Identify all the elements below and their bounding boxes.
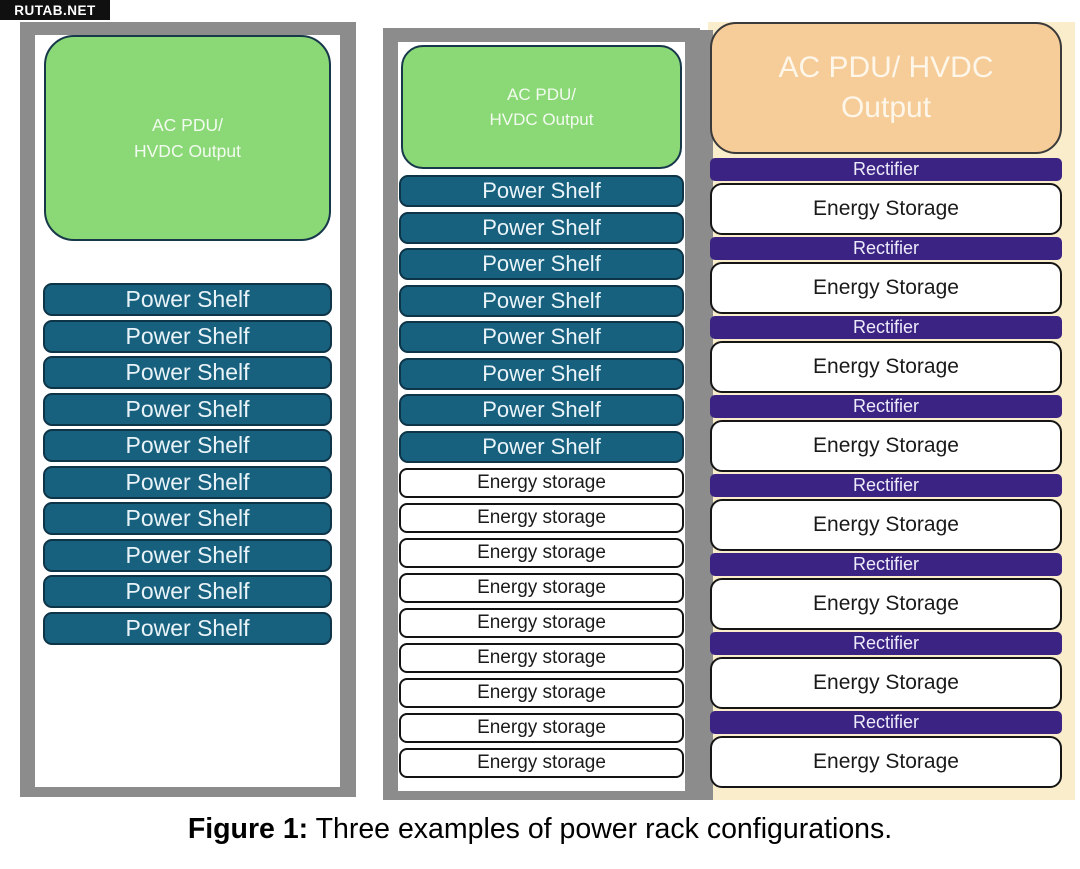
power-shelf-box: Power Shelf [43,465,332,499]
figure-caption-label: Figure 1: [187,813,309,845]
rack-1-header-line2: HVDC Output [134,141,241,161]
rectifier-box: Rectifier [710,158,1062,181]
rectifier-box: Rectifier [710,632,1062,655]
rectifier-box: Rectifier [710,711,1062,734]
rectifier-box: Rectifier [710,237,1062,260]
power-shelf-box: Power Shelf [399,175,684,207]
rack-1-header-line1: AC PDU/ [152,115,223,135]
power-shelf-box: Power Shelf [399,357,684,390]
rectifier-box: Rectifier [710,553,1062,576]
power-shelf-box: Power Shelf [399,321,684,353]
rack-3-header-ac-pdu: AC PDU/ HVDC Output [710,22,1062,154]
power-shelf-box: Power Shelf [43,356,332,389]
rack-2-header-line2: HVDC Output [489,110,594,129]
energy-storage-box: Energy storage [399,537,684,568]
power-shelf-box: Power Shelf [43,283,332,316]
energy-storage-box: Energy storage [399,712,684,743]
power-shelf-box: Power Shelf [43,611,332,645]
rack-1-header-ac-pdu: AC PDU/ HVDC Output [44,35,331,241]
rack-3-header-line2: Output [840,91,932,124]
energy-storage-box: Energy Storage [710,499,1062,551]
power-shelf-box: Power Shelf [399,248,684,280]
figure-caption-text: Three examples of power rack configurati… [308,813,893,845]
energy-storage-box: Energy storage [399,607,684,638]
energy-storage-box: Energy Storage [710,341,1062,393]
energy-storage-box: Energy Storage [710,420,1062,472]
rectifier-box: Rectifier [710,474,1062,497]
power-shelf-box: Power Shelf [399,430,684,463]
energy-storage-box: Energy Storage [710,657,1062,709]
power-shelf-box: Power Shelf [43,392,332,426]
rack-3-pair-list: Rectifier Energy Storage Rectifier Energ… [710,157,1062,789]
energy-storage-box: Energy Storage [710,736,1062,788]
power-shelf-box: Power Shelf [43,319,332,353]
power-shelf-box: Power Shelf [43,575,332,608]
energy-storage-box: Energy storage [399,467,684,498]
rack-2-header-line1: AC PDU/ [507,85,576,104]
rectifier-box: Rectifier [710,395,1062,418]
power-shelf-box: Power Shelf [43,538,332,572]
power-shelf-box: Power Shelf [399,284,684,317]
energy-storage-box: Energy storage [399,502,684,533]
energy-storage-box: Energy storage [399,642,684,673]
power-shelf-box: Power Shelf [399,211,684,244]
power-shelf-box: Power Shelf [399,394,684,426]
power-shelf-box: Power Shelf [43,429,332,462]
rectifier-box: Rectifier [710,316,1062,339]
rack-3-body: AC PDU/ HVDC Output Rectifier Energy Sto… [710,22,1062,789]
energy-storage-box: Energy Storage [710,183,1062,235]
energy-storage-box: Energy storage [399,747,684,778]
energy-storage-box: Energy Storage [710,262,1062,314]
rack-2-header-ac-pdu: AC PDU/ HVDC Output [401,45,682,169]
rack-3-side-rail [700,30,713,800]
energy-storage-box: Energy storage [399,677,684,708]
energy-storage-box: Energy storage [399,572,684,603]
figure-caption: Figure 1: Three examples of power rack c… [0,813,1080,846]
energy-storage-box: Energy Storage [710,578,1062,630]
power-shelf-box: Power Shelf [43,502,332,535]
rack-3-header-line1: AC PDU/ HVDC [778,51,994,84]
watermark-badge: RUTAB.NET [0,0,110,20]
